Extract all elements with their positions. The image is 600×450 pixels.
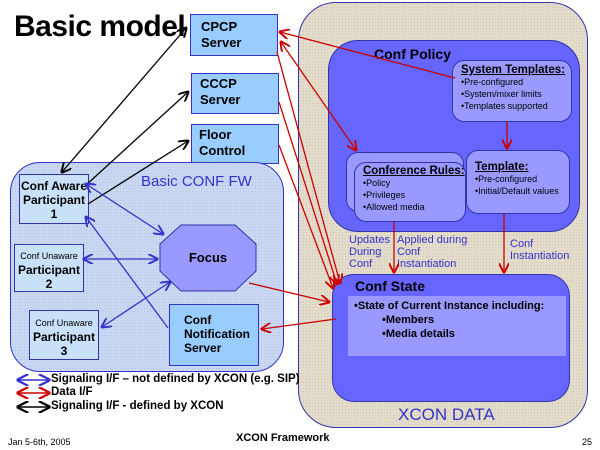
system-templates-item: •System/mixer limits (461, 89, 542, 99)
legend-signaling-xcon: Signaling I/F - defined by XCON (51, 400, 224, 412)
conf-notification-server-box: Conf Notification Server (169, 304, 259, 366)
system-templates-heading: System Templates: (461, 64, 565, 76)
conf-state-line: •Media details (382, 328, 455, 340)
slide-title: Basic model (14, 10, 186, 43)
xcon-data-label: XCON DATA (398, 405, 495, 424)
legend-data-if: Data I/F (51, 386, 93, 398)
conf-state-title: Conf State (355, 278, 425, 294)
focus-label: Focus (188, 250, 228, 265)
note-line: Instantiation (397, 258, 457, 270)
participant-label: Conf Unaware (20, 251, 78, 261)
participant-label: 1 (50, 207, 58, 221)
legend-signaling-non-xcon: Signaling I/F – not defined by XCON (e.g… (51, 373, 300, 385)
template-heading: Template: (475, 161, 529, 173)
note-line: Conf (510, 238, 534, 250)
participant-label: Participant (22, 193, 85, 207)
server-label: Server (201, 35, 242, 50)
template-item: •Pre-configured (475, 174, 538, 184)
participant-label: Participant (32, 330, 95, 344)
participant-label: 2 (45, 277, 53, 291)
conf-policy-title: Conf Policy (374, 46, 452, 62)
basic-conf-fw-label: Basic CONF FW (141, 173, 252, 190)
server-label: Conf (184, 313, 212, 327)
conf-state-line: •State of Current Instance including: (354, 300, 545, 312)
conf-state-panel: •State of Current Instance including: •M… (348, 296, 566, 356)
participant-3-box: Conf Unaware Participant 3 (29, 310, 99, 360)
participant-label: Participant (17, 263, 80, 277)
footer-title: XCON Framework (236, 432, 330, 444)
applied-note: Applied during Conf Instantiation (397, 234, 467, 270)
note-line: During (349, 246, 382, 258)
system-templates-item: •Pre-configured (461, 77, 524, 87)
server-label: Server (184, 341, 222, 355)
server-label: CCCP (200, 76, 237, 91)
conf-instantiation-note: Conf Instantiation (510, 238, 569, 262)
server-label: CPCP (201, 19, 238, 34)
system-templates-box: System Templates: •Pre-configured •Syste… (452, 60, 572, 122)
cpcp-server-box: CPCP Server (190, 14, 278, 56)
conference-rules-item: •Privileges (363, 190, 406, 200)
note-line: Applied during (397, 234, 468, 246)
server-label: Floor Control (199, 127, 246, 158)
cccp-server-box: CCCP Server (191, 73, 279, 114)
conference-rules-item: •Allowed media (363, 202, 425, 212)
system-templates-item: •Templates supported (461, 101, 548, 111)
participant-label: Conf Aware (20, 179, 87, 193)
participant-1-box: Conf Aware Participant 1 (19, 174, 89, 224)
note-line: Conf (349, 258, 373, 270)
server-label: Notification (184, 327, 250, 341)
template-item: •Initial/Default values (475, 186, 559, 196)
note-line: Updates (349, 234, 390, 246)
conference-rules-heading: Conference Rules: (363, 165, 465, 177)
conf-state-line: •Members (382, 314, 435, 326)
participant-2-box: Conf Unaware Participant 2 (14, 244, 84, 292)
conference-rules-box: Conference Rules: •Policy •Privileges •A… (354, 162, 466, 222)
note-line: Instantiation (510, 250, 570, 262)
arrow-p1-cpcp (62, 28, 186, 172)
page-number: 25 (582, 437, 593, 447)
floor-control-server-box: Floor Control Server (191, 124, 279, 174)
note-line: Conf (397, 246, 421, 258)
participant-label: 3 (60, 344, 68, 358)
updates-note: Updates During Conf (349, 234, 390, 270)
template-box: Template: •Pre-configured •Initial/Defau… (466, 150, 570, 214)
server-label: Server (200, 92, 241, 107)
footer-date: Jan 5-6th, 2005 (8, 437, 71, 447)
conference-rules-item: •Policy (363, 178, 391, 188)
participant-label: Conf Unaware (35, 318, 93, 328)
